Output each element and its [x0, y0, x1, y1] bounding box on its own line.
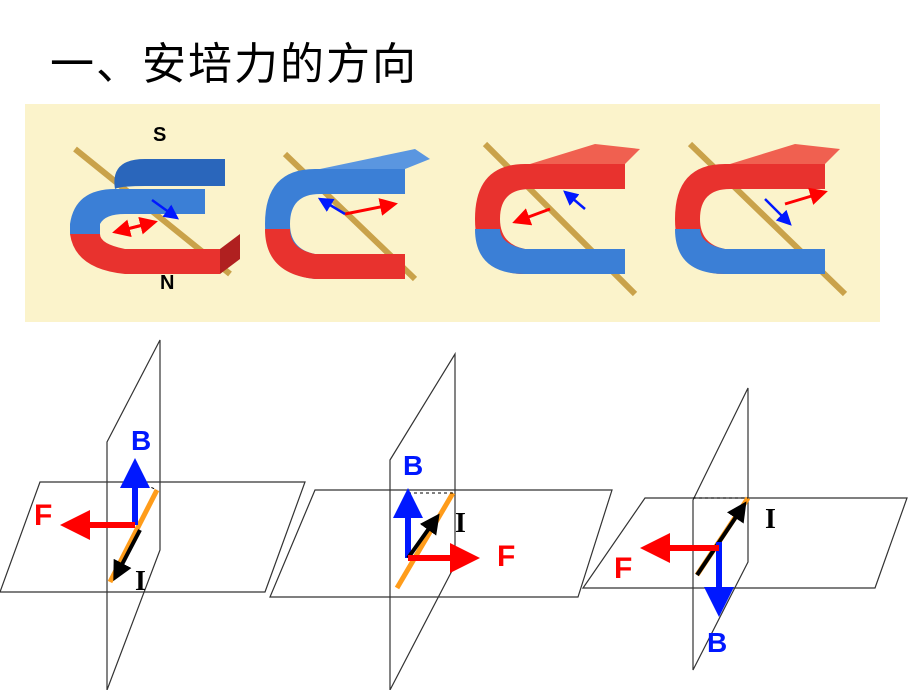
magnet-1: [70, 146, 240, 277]
magnets-illustration: [70, 141, 848, 297]
d2-i-label: I: [455, 508, 466, 539]
d3-f-label: F: [614, 552, 632, 585]
d3-b-label: B: [707, 627, 727, 658]
pole-label-s: S: [153, 124, 167, 146]
magnets-panel: S N: [25, 104, 880, 322]
diagram-1: [0, 339, 306, 690]
d2-b-label: B: [403, 450, 423, 481]
d1-b-label: B: [131, 425, 151, 456]
page-title: 一、安培力的方向: [50, 39, 418, 90]
d3-i-label: I: [765, 504, 776, 535]
magnet-2: [265, 149, 430, 282]
magnet-4: [675, 141, 848, 297]
d1-f-label: F: [34, 499, 52, 532]
d1-i-label: I: [135, 566, 146, 597]
diagram-2: [269, 351, 613, 690]
d2-f-label: F: [497, 540, 515, 573]
magnet-3: [475, 141, 640, 297]
pole-label-n: N: [160, 272, 175, 294]
diagram-3: [581, 387, 908, 671]
force-diagrams: B F I B F I F I B: [0, 339, 908, 690]
